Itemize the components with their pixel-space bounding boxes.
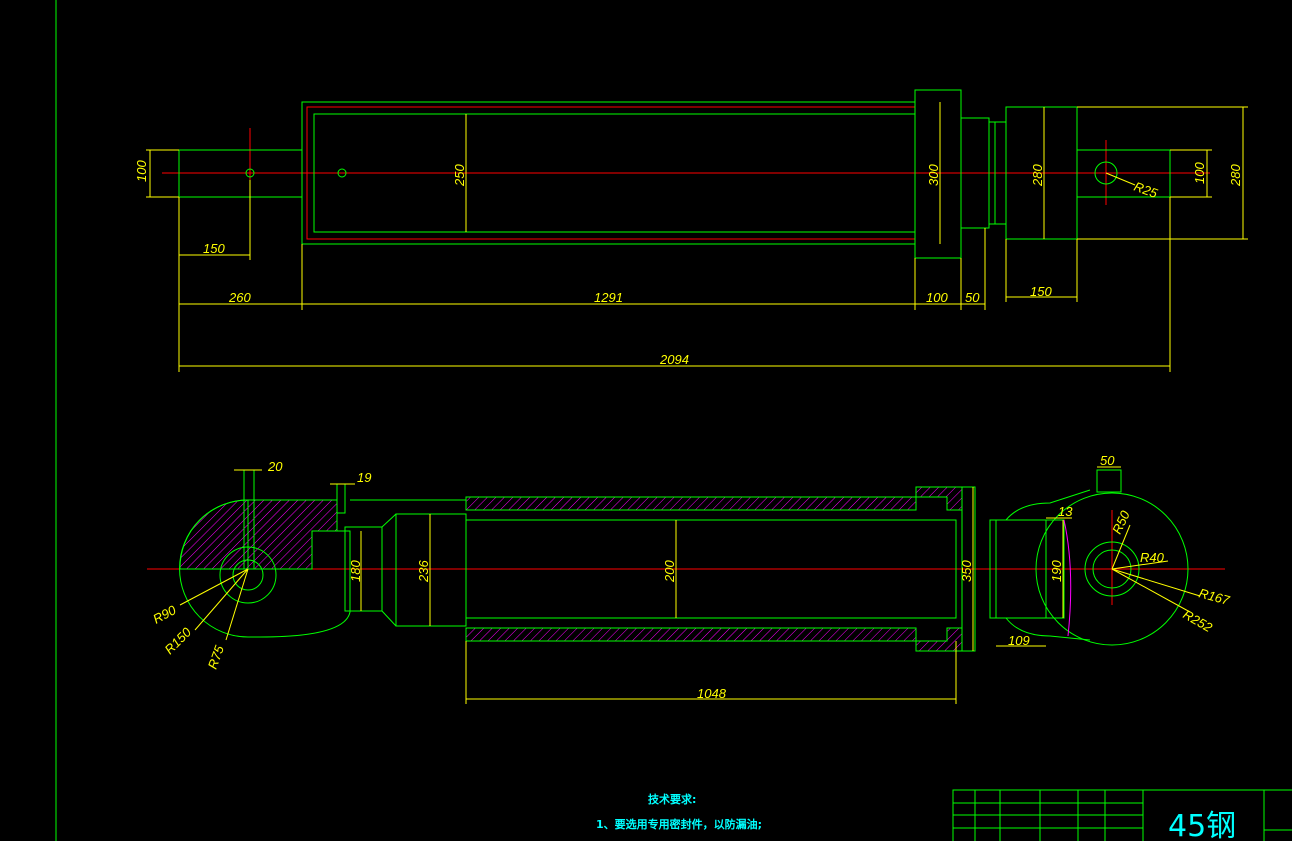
dim-r75: R75 [205,643,228,671]
section-view [147,469,1225,652]
right-eye-mid [1084,541,1140,597]
top-view [162,89,1210,259]
material-label: 45钢 [1168,809,1236,841]
right-pin-hole [1094,161,1118,185]
right-neck [1005,489,1091,521]
right-neck-bottom [1005,617,1091,641]
dim-clevis-dia: 280 [1030,164,1045,187]
dim-r167: R167 [1197,585,1232,608]
head-flange-bottom [915,627,963,652]
head-flange-top [915,486,963,511]
left-rod-end-outline [179,499,351,638]
right-eye-profile [1063,519,1072,637]
head-cap [961,486,976,652]
title-block [952,789,1292,841]
dim-d236: 236 [416,560,431,583]
right-eye-outer [1035,492,1189,646]
dim-d200: 200 [662,560,677,583]
dim-rod-offset: 260 [228,290,251,305]
left-eye-inner [232,559,264,591]
tube-wall-bottom [465,627,917,642]
dim-rod-dia: 100 [134,160,149,182]
dim-r90: R90 [150,602,179,627]
dim-d190: 190 [1049,560,1064,582]
right-rod-gap [1045,519,1065,619]
piston [395,513,467,627]
dim-d180: 180 [348,560,363,582]
dim-l109: 109 [1008,633,1030,648]
dim-flange-w: 100 [926,290,948,305]
dim-r50: R50 [1109,508,1133,537]
top-view-dimensions [146,102,1248,372]
dim-clevis-len: 150 [1030,284,1052,299]
groove [336,483,346,514]
right-eye-inner [1092,549,1132,589]
notes-item-1: 1、要选用专用密封件，以防漏油; [596,817,762,831]
dim-body-len: 1291 [594,290,623,305]
dim-eye-len: 150 [203,241,225,256]
dim-slot-w: 20 [267,459,283,474]
dim-r150: R150 [162,624,195,657]
dim-bore: 250 [452,164,467,187]
tube-wall-top [465,496,917,511]
tube-bore [465,519,957,619]
gland [344,526,383,612]
right-rod-eye [1076,149,1171,198]
dim-lug-w: 50 [1100,453,1115,468]
piston-pin [337,168,347,178]
left-eye-outer [219,546,277,604]
left-rod-end-hatch [247,499,338,570]
dim-tube-len: 1048 [697,686,727,701]
left-rod-end-arc-hatch [179,499,249,570]
dim-r40: R40 [1140,550,1165,565]
dim-groove-w: 19 [357,470,371,485]
section-view-dimensions [179,466,1201,704]
right-lug [1096,469,1122,493]
dim-r252: R252 [1181,607,1216,636]
notes-title: 技术要求: [648,792,696,806]
dim-clevis-dia-right: 280 [1228,164,1243,187]
dim-overall: 2094 [659,352,689,367]
dim-pin-r: R25 [1132,179,1160,202]
dim-eye-dia-right: 100 [1192,162,1207,184]
dim-gap: 13 [1058,504,1073,519]
dim-d350: 350 [959,560,974,582]
dim-flange-dia: 300 [926,164,941,186]
left-pin-hole [245,168,255,178]
dim-step-w: 50 [965,290,980,305]
